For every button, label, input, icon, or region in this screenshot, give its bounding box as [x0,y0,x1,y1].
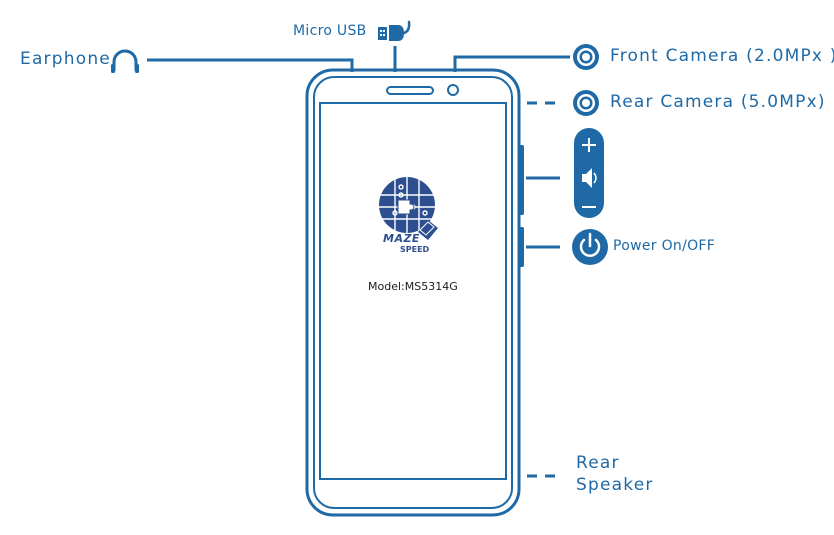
logo-brand-text: MAZE [383,232,420,245]
headphones-icon [111,49,139,73]
leader-lines [147,46,570,249]
earphone-label: Earphone [20,49,111,69]
volume-side-button [518,145,524,215]
maze-globe-logo [379,177,438,240]
phone-screen [319,102,507,480]
phone-body [305,68,524,517]
dashed-leaders [527,101,555,478]
earphone-leader [147,58,354,72]
power-label: Power On/OFF [613,238,716,254]
model-number-text: Model:MS5314G [368,280,458,293]
logo-tagline-text: SPEED [400,245,430,254]
micro-usb-label: Micro USB [293,23,367,39]
volume-rocker-icon [574,128,604,218]
camera-lens-icon [573,44,599,70]
usb-plug-icon [378,20,411,41]
front-camera-hole [447,84,459,96]
rear-speaker-label-line1: Rear [576,453,620,473]
front-camera-label: Front Camera (2.0MPx ) [610,46,834,66]
front-camera-leader [453,55,570,72]
earpiece-slot [386,86,434,95]
power-side-button [518,227,524,267]
camera-lens-icon [573,90,599,116]
rear-speaker-label: Rear Speaker [576,452,654,496]
rear-camera-label: Rear Camera (5.0MPx) [610,92,826,112]
power-icon [572,229,608,265]
rear-speaker-label-line2: Speaker [576,475,654,495]
